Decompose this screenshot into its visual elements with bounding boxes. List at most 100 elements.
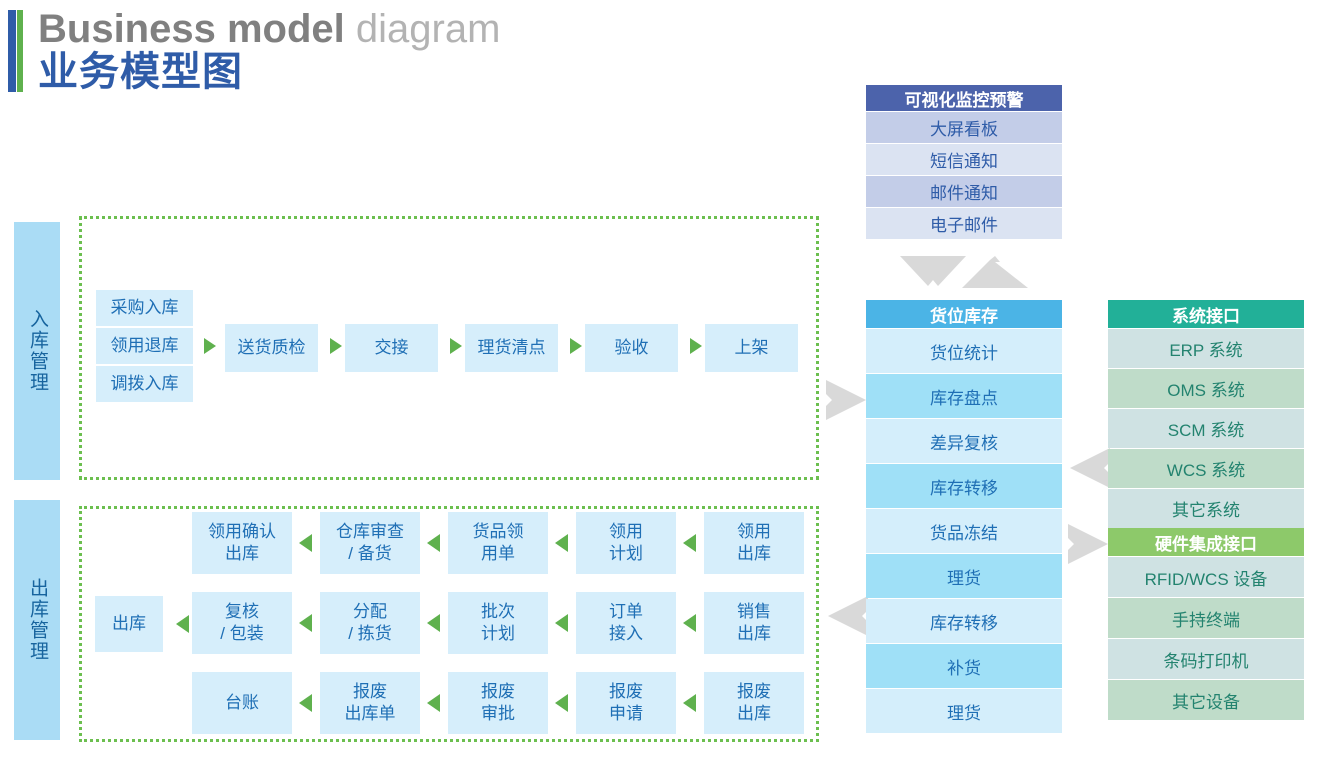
system-interface-item-4[interactable]: 其它系统 (1108, 489, 1304, 528)
inbound-source-1-label: 领用退库 (110, 336, 179, 355)
system-interface-header: 系统接口 (1108, 300, 1304, 328)
system-interface-item-3[interactable]: WCS 系统 (1108, 449, 1304, 488)
inventory-item-1[interactable]: 库存盘点 (866, 374, 1062, 418)
outbound-cell-1-1-line-0: 分配 (353, 602, 387, 621)
inventory-item-5[interactable]: 理货 (866, 554, 1062, 598)
inbound-arrow-1-icon (330, 338, 342, 354)
inbound-step-1-label: 交接 (374, 338, 409, 357)
outbound-cell-0-4-line-1: 出库 (737, 544, 771, 563)
inventory-item-7[interactable]: 补货 (866, 644, 1062, 688)
outbound-terminal-label: 出库 (112, 614, 146, 633)
hardware-interface-item-2[interactable]: 条码打印机 (1108, 639, 1304, 679)
inbound-arrow-0-icon (204, 338, 216, 354)
monitor-item-3[interactable]: 电子邮件 (866, 208, 1062, 239)
page-title-en: Business model diagram (38, 6, 500, 52)
outbound-cell-1-3[interactable]: 订单接入 (576, 592, 676, 654)
outbound-cell-1-2-line-1: 计划 (481, 624, 515, 643)
outbound-cell-1-1[interactable]: 分配 / 拣货 (320, 592, 420, 654)
outbound-arrow-1-1-icon (427, 614, 440, 632)
inventory-to-outbound-arrow-icon (828, 596, 868, 636)
outbound-cell-1-4[interactable]: 销售出库 (704, 592, 804, 654)
outbound-cell-2-0-line-0: 台账 (225, 693, 259, 712)
outbound-arrow-0-3-icon (683, 534, 696, 552)
inventory-to-system-arrow-icon (1070, 448, 1110, 488)
outbound-cell-0-4-line-0: 领用 (737, 522, 771, 541)
outbound-cell-2-0[interactable]: 台账 (192, 672, 292, 734)
inventory-item-8[interactable]: 理货 (866, 689, 1062, 733)
outbound-cell-0-2[interactable]: 货品领用单 (448, 512, 548, 574)
outbound-cell-2-4-line-0: 报废 (737, 682, 771, 701)
inventory-item-2[interactable]: 差异复核 (866, 419, 1062, 463)
hardware-interface-item-1[interactable]: 手持终端 (1108, 598, 1304, 638)
monitor-down-chevron-icon (900, 256, 966, 286)
monitor-item-1[interactable]: 短信通知 (866, 144, 1062, 175)
outbound-cell-2-3-line-0: 报废 (609, 682, 643, 701)
monitor-item-0[interactable]: 大屏看板 (866, 112, 1062, 143)
outbound-cell-1-0-line-1: / 包装 (220, 624, 264, 643)
monitor-header: 可视化监控预警 (866, 85, 1062, 111)
inbound-source-0-label: 采购入库 (110, 298, 179, 317)
outbound-cell-1-0[interactable]: 复核/ 包装 (192, 592, 292, 654)
inbound-step-3-label: 验收 (614, 338, 649, 357)
inventory-item-0[interactable]: 货位统计 (866, 329, 1062, 373)
outbound-arrow-1-0-icon (299, 614, 312, 632)
inbound-step-1[interactable]: 交接 (345, 324, 438, 372)
inbound-step-2[interactable]: 理货清点 (465, 324, 558, 372)
outbound-arrow-2-1-icon (427, 694, 440, 712)
outbound-cell-0-3[interactable]: 领用计划 (576, 512, 676, 574)
outbound-arrow-0-1-icon (427, 534, 440, 552)
outbound-cell-0-2-line-0: 货品领 (472, 522, 524, 541)
inbound-source-2[interactable]: 调拨入库 (96, 366, 193, 402)
inbound-source-1[interactable]: 领用退库 (96, 328, 193, 364)
outbound-cell-0-0[interactable]: 领用确认出库 (192, 512, 292, 574)
accent-green (17, 10, 23, 92)
inventory-item-4[interactable]: 货品冻结 (866, 509, 1062, 553)
outbound-arrow-1-2-icon (555, 614, 568, 632)
inventory-item-3[interactable]: 库存转移 (866, 464, 1062, 508)
inbound-step-0[interactable]: 送货质检 (225, 324, 318, 372)
inbound-source-0[interactable]: 采购入库 (96, 290, 193, 326)
outbound-terminal-arrow-icon (176, 615, 189, 633)
title-en-light: diagram (344, 7, 501, 51)
inbound-group-border (79, 216, 819, 480)
inbound-arrow-3-icon (570, 338, 582, 354)
outbound-cell-1-2[interactable]: 批次计划 (448, 592, 548, 654)
inbound-step-4-label: 上架 (734, 338, 769, 357)
inbound-step-4[interactable]: 上架 (705, 324, 798, 372)
inbound-step-0-label: 送货质检 (237, 338, 306, 357)
title-en-bold: Business model (38, 7, 345, 51)
outbound-cell-2-4[interactable]: 报废出库 (704, 672, 804, 734)
outbound-cell-1-1-line-1: / 拣货 (348, 624, 392, 643)
monitor-item-2[interactable]: 邮件通知 (866, 176, 1062, 207)
outbound-cell-1-3-line-1: 接入 (609, 624, 643, 643)
inbound-step-3[interactable]: 验收 (585, 324, 678, 372)
inbound-to-inventory-arrow-icon (826, 380, 866, 420)
outbound-cell-0-1[interactable]: 仓库审查/ 备货 (320, 512, 420, 574)
outbound-cell-2-3[interactable]: 报废申请 (576, 672, 676, 734)
inventory-to-hardware-arrow-icon (1068, 524, 1108, 564)
system-interface-item-2[interactable]: SCM 系统 (1108, 409, 1304, 448)
outbound-cell-2-3-line-1: 申请 (609, 704, 643, 723)
outbound-cell-0-4[interactable]: 领用出库 (704, 512, 804, 574)
hardware-interface-item-0[interactable]: RFID/WCS 设备 (1108, 557, 1304, 597)
page-title-cn: 业务模型图 (38, 50, 243, 94)
sidebar-inbound-management: 入库管理 (14, 222, 60, 480)
outbound-cell-2-1-line-1: 出库单 (344, 704, 396, 723)
inbound-step-2-label: 理货清点 (477, 338, 546, 357)
outbound-cell-2-2-line-1: 审批 (481, 704, 515, 723)
system-interface-item-1[interactable]: OMS 系统 (1108, 369, 1304, 408)
outbound-terminal[interactable]: 出库 (95, 596, 163, 652)
outbound-cell-2-2[interactable]: 报废审批 (448, 672, 548, 734)
outbound-cell-0-0-line-0: 领用确认 (208, 522, 276, 541)
inventory-item-6[interactable]: 库存转移 (866, 599, 1062, 643)
inventory-header: 货位库存 (866, 300, 1062, 328)
outbound-cell-2-1[interactable]: 报废出库单 (320, 672, 420, 734)
hardware-interface-item-3[interactable]: 其它设备 (1108, 680, 1304, 720)
inbound-arrow-2-icon (450, 338, 462, 354)
system-interface-item-0[interactable]: ERP 系统 (1108, 329, 1304, 368)
outbound-arrow-2-2-icon (555, 694, 568, 712)
sidebar-outbound-label: 出库管理 (27, 578, 48, 662)
outbound-cell-2-2-line-0: 报废 (481, 682, 515, 701)
monitor-up-chevron-icon (962, 256, 1028, 288)
